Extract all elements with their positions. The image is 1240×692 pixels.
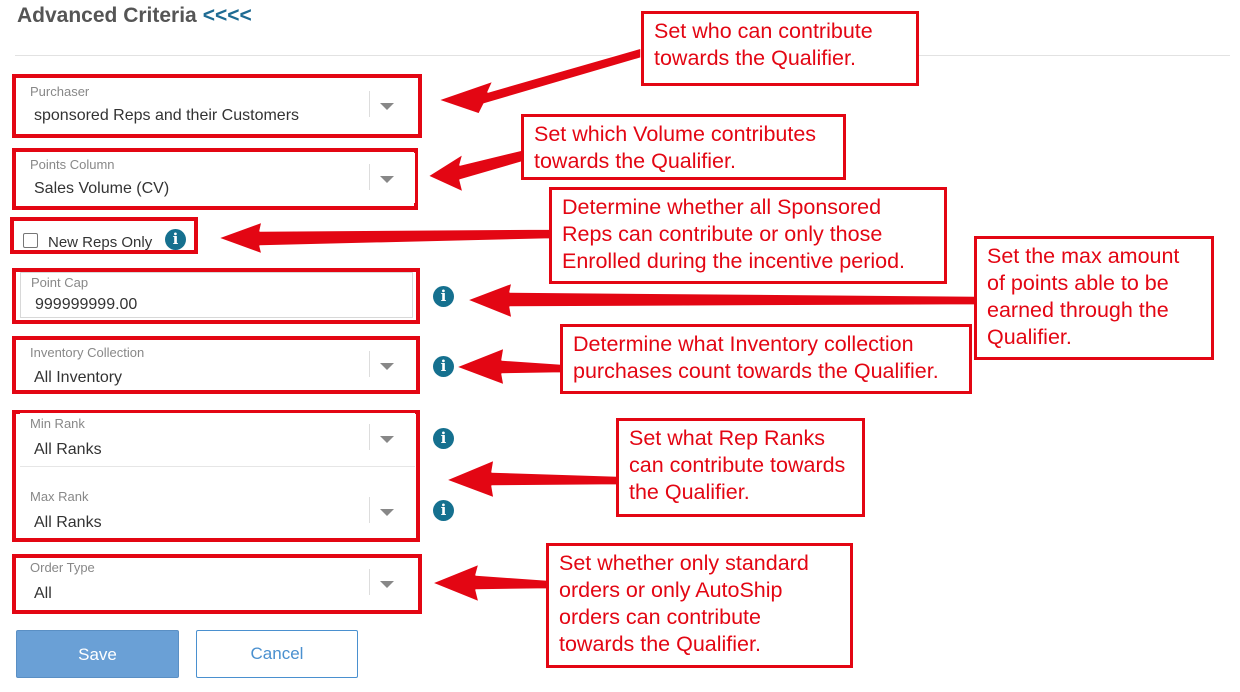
min-rank-label: Min Rank <box>30 416 85 431</box>
inventory-collection-highlight <box>12 336 420 394</box>
rank-divider <box>20 466 415 467</box>
callout-order-type: Set whether only standard orders or only… <box>546 543 853 668</box>
order-type-select[interactable]: Order Type All <box>20 558 415 608</box>
select-separator <box>369 424 370 450</box>
info-icon[interactable]: i <box>433 428 454 449</box>
chevron-down-icon[interactable] <box>380 103 394 110</box>
new-reps-only-label: New Reps Only <box>48 234 153 251</box>
select-separator <box>369 351 370 377</box>
info-icon[interactable]: i <box>433 286 454 307</box>
info-icon[interactable]: i <box>433 500 454 521</box>
callout-purchaser: Set who can contribute towards the Quali… <box>641 11 919 86</box>
annotation-arrow <box>466 282 977 319</box>
max-rank-select[interactable]: Max Rank All Ranks <box>20 486 415 536</box>
annotation-arrow <box>217 221 551 255</box>
max-rank-label: Max Rank <box>30 489 89 504</box>
collapse-toggle[interactable]: <<<< <box>202 4 252 27</box>
point-cap-highlight <box>12 268 420 324</box>
points-column-value: Sales Volume (CV) <box>34 180 170 197</box>
save-button[interactable]: Save <box>16 630 179 678</box>
select-separator <box>369 497 370 523</box>
select-separator <box>369 569 370 595</box>
chevron-down-icon[interactable] <box>380 581 394 588</box>
info-icon[interactable]: i <box>165 229 186 250</box>
point-cap-label: Point Cap <box>31 275 89 290</box>
chevron-down-icon[interactable] <box>380 176 394 183</box>
annotation-arrow <box>437 47 642 115</box>
point-cap-input[interactable]: Point Cap 999999999.00 <box>20 272 413 318</box>
info-icon[interactable]: i <box>433 356 454 377</box>
annotation-arrow <box>445 459 618 499</box>
callout-points-column: Set which Volume contributes towards the… <box>521 114 846 180</box>
min-rank-value: All Ranks <box>34 441 102 458</box>
new-reps-only-highlight: New Reps Only i <box>10 217 198 254</box>
purchaser-select[interactable]: Purchaser sponsored Reps and their Custo… <box>20 80 415 130</box>
inventory-collection-select[interactable]: Inventory Collection All Inventory <box>20 340 415 390</box>
annotation-arrow <box>427 149 523 193</box>
new-reps-only-checkbox[interactable] <box>23 233 38 248</box>
section-title-text: Advanced Criteria <box>17 4 197 27</box>
points-column-label: Points Column <box>30 157 115 172</box>
order-type-value: All <box>34 585 52 602</box>
callout-ranks: Set what Rep Ranks can contribute toward… <box>616 418 865 517</box>
order-type-label: Order Type <box>30 560 95 575</box>
select-separator <box>369 91 370 117</box>
points-column-highlight <box>12 148 418 210</box>
chevron-down-icon[interactable] <box>380 509 394 516</box>
inventory-collection-label: Inventory Collection <box>30 345 145 360</box>
purchaser-label: Purchaser <box>30 84 90 99</box>
divider <box>15 55 1230 56</box>
cancel-button[interactable]: Cancel <box>196 630 358 678</box>
rank-range-highlight <box>12 410 420 542</box>
callout-inventory: Determine what Inventory collection purc… <box>560 324 972 394</box>
chevron-down-icon[interactable] <box>380 363 394 370</box>
purchaser-highlight <box>12 74 422 138</box>
inventory-collection-value: All Inventory <box>34 369 123 386</box>
points-column-select[interactable]: Points Column Sales Volume (CV) <box>20 153 415 203</box>
min-rank-select[interactable]: Min Rank All Ranks <box>20 413 415 463</box>
point-cap-value: 999999999.00 <box>35 296 138 313</box>
section-title: Advanced Criteria<<<< <box>17 4 252 28</box>
purchaser-value: sponsored Reps and their Customers <box>34 107 300 124</box>
callout-new-reps: Determine whether all Sponsored Reps can… <box>549 187 947 284</box>
order-type-highlight <box>12 554 422 614</box>
select-separator <box>369 164 370 190</box>
annotation-arrow <box>431 563 548 603</box>
callout-point-cap: Set the max amount of points able to be … <box>974 236 1214 360</box>
annotation-arrow <box>455 347 562 386</box>
chevron-down-icon[interactable] <box>380 436 394 443</box>
max-rank-value: All Ranks <box>34 514 102 531</box>
